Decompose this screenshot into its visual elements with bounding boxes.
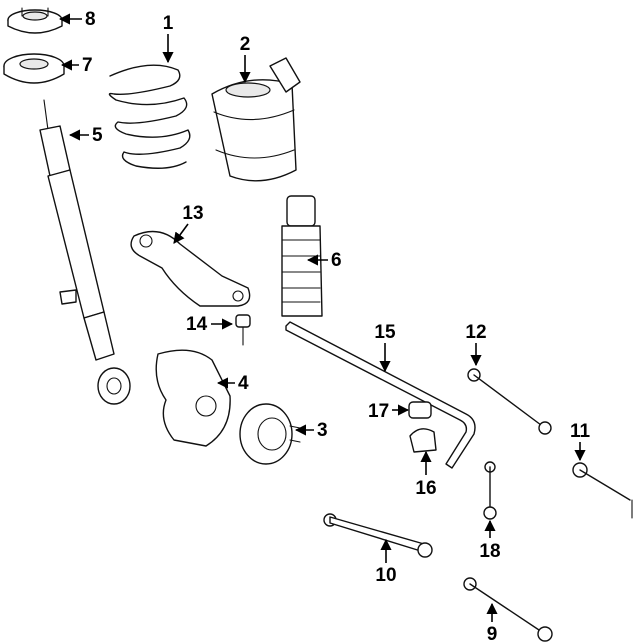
part-14-ball-joint[interactable] — [235, 314, 251, 346]
part-16-bracket[interactable] — [409, 428, 437, 453]
part-13-upper-control-arm[interactable] — [130, 230, 251, 307]
part-3-hub-bearing[interactable] — [239, 403, 301, 465]
part-9-trailing-link[interactable] — [463, 577, 553, 642]
part-15-stabilizer-bar[interactable] — [285, 321, 476, 469]
callout-17[interactable]: 17 — [368, 401, 410, 422]
callout-2[interactable]: 2 — [239, 34, 251, 84]
callout-13-label: 13 — [182, 203, 203, 224]
callout-12-label: 12 — [465, 322, 486, 343]
part-17-bushing[interactable] — [408, 401, 432, 419]
callout-15[interactable]: 15 — [374, 322, 396, 373]
callout-9-label: 9 — [487, 624, 498, 644]
part-11-toe-link[interactable] — [572, 462, 633, 519]
callout-2-label: 2 — [240, 34, 251, 55]
callout-12[interactable]: 12 — [465, 322, 487, 367]
callout-16-label: 16 — [415, 478, 436, 499]
part-5-shock-absorber[interactable] — [39, 99, 131, 405]
callout-3[interactable]: 3 — [294, 420, 328, 441]
callout-9[interactable]: 9 — [486, 602, 498, 644]
callout-11[interactable]: 11 — [570, 421, 591, 462]
callout-6[interactable]: 6 — [306, 250, 342, 271]
callout-10-label: 10 — [375, 565, 396, 586]
part-4-knuckle[interactable] — [155, 349, 231, 447]
callout-5[interactable]: 5 — [68, 125, 103, 146]
callout-5-label: 5 — [92, 125, 103, 146]
callout-11-label: 11 — [570, 421, 591, 442]
callout-13[interactable]: 13 — [173, 203, 204, 244]
callout-7[interactable]: 7 — [60, 55, 93, 76]
part-10-lower-link[interactable] — [323, 513, 433, 558]
callout-16[interactable]: 16 — [415, 450, 437, 499]
callout-18-label: 18 — [479, 541, 500, 562]
callout-7-label: 7 — [82, 55, 93, 76]
callout-4[interactable]: 4 — [216, 373, 249, 394]
part-12-lateral-link[interactable] — [467, 368, 552, 435]
callout-6-label: 6 — [331, 250, 342, 271]
callout-1-label: 1 — [163, 13, 174, 34]
part-8-upper-mount[interactable] — [7, 7, 63, 34]
callout-18[interactable]: 18 — [479, 519, 501, 562]
callout-8[interactable]: 8 — [58, 9, 96, 30]
callout-14[interactable]: 14 — [186, 314, 234, 335]
callout-1[interactable]: 1 — [162, 13, 174, 64]
callout-15-label: 15 — [374, 322, 396, 343]
callout-4-label: 4 — [238, 373, 249, 394]
part-18-stabilizer-link[interactable] — [483, 461, 497, 520]
callout-8-label: 8 — [85, 9, 96, 30]
part-1-coil-spring[interactable] — [108, 64, 191, 169]
callout-3-label: 3 — [317, 420, 328, 441]
callout-13-leader — [173, 223, 189, 244]
part-2-air-spring[interactable] — [211, 57, 301, 182]
part-7-spring-insulator[interactable] — [3, 53, 65, 84]
callout-14-label: 14 — [186, 314, 208, 335]
callout-10[interactable]: 10 — [375, 538, 397, 586]
callout-17-label: 17 — [368, 401, 389, 422]
part-6-jounce-bumper[interactable] — [281, 195, 323, 317]
